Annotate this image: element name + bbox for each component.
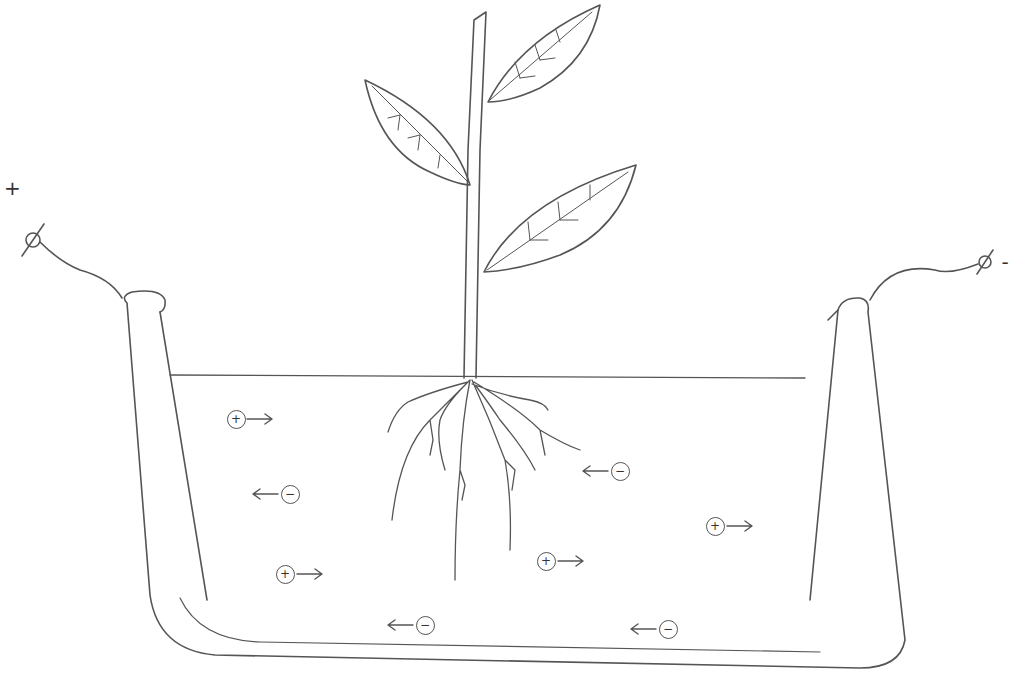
ion-motion-arrows xyxy=(247,414,752,634)
plant-leaf xyxy=(488,5,600,102)
ion-charge: − xyxy=(615,465,625,477)
cathode-wire xyxy=(870,264,978,300)
leaf-vein xyxy=(490,12,592,100)
leaf-vein xyxy=(372,86,468,182)
anode-wire xyxy=(40,242,122,298)
ion-circle: + xyxy=(276,565,295,584)
plant-roots xyxy=(388,380,580,580)
ion-circle: − xyxy=(611,462,630,481)
ion-circle: − xyxy=(416,616,435,635)
leaf-vein xyxy=(487,172,628,270)
trough-inner-bottom xyxy=(180,598,820,652)
cathode-slash xyxy=(977,250,993,274)
trough-outline xyxy=(124,291,905,668)
anode-slash xyxy=(22,224,44,256)
ion-charge: − xyxy=(285,488,295,500)
ion-charge: + xyxy=(280,568,290,580)
electrode-polarity: + xyxy=(4,178,21,198)
ion-circle: − xyxy=(281,485,300,504)
ion-circle: − xyxy=(659,620,678,639)
ion-circle: + xyxy=(537,552,556,571)
ion-charge: − xyxy=(663,623,673,635)
ion-charge: + xyxy=(710,520,720,532)
plant-stem xyxy=(464,12,486,378)
ion-circle: + xyxy=(706,517,725,536)
plant-leaf xyxy=(365,80,470,185)
trough-inner-wall xyxy=(160,310,838,600)
electrode-polarity: - xyxy=(1001,252,1008,272)
ion-charge: + xyxy=(231,413,241,425)
ion-charge: + xyxy=(541,555,551,567)
ion-circle: + xyxy=(227,410,246,429)
plant-leaf xyxy=(484,165,636,272)
solution-surface xyxy=(170,375,805,378)
ion-charge: − xyxy=(420,619,430,631)
